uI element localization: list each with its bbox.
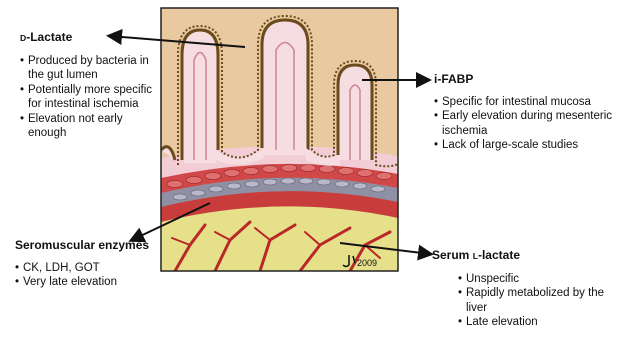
list-item: Lack of large-scale studies: [434, 138, 624, 153]
serum-lactate-list: Unspecific Rapidly metabolized by the li…: [432, 272, 612, 330]
seromuscular-panel: Seromuscular enzymes CK, LDH, GOT Very l…: [15, 238, 165, 290]
list-item: Unspecific: [458, 272, 612, 287]
serum-lactate-heading: Serum L-lactate: [432, 248, 612, 264]
list-item: Very late elevation: [15, 275, 165, 290]
list-item: Specific for intestinal mucosa: [434, 95, 624, 110]
i-fabp-heading: i-FABP: [434, 72, 624, 87]
serum-lactate-panel: Serum L-lactate Unspecific Rapidly metab…: [432, 248, 612, 330]
list-item: Late elevation: [458, 315, 612, 330]
list-item: CK, LDH, GOT: [15, 261, 165, 276]
i-fabp-list: Specific for intestinal mucosa Early ele…: [434, 95, 624, 153]
seromuscular-heading: Seromuscular enzymes: [15, 238, 165, 253]
d-lactate-panel: D-Lactate Produced by bacteria in the gu…: [20, 30, 160, 141]
seromuscular-list: CK, LDH, GOT Very late elevation: [15, 261, 165, 290]
list-item: Potentially more specific for intestinal…: [20, 83, 160, 112]
list-item: Rapidly metabolized by the liver: [458, 286, 612, 315]
list-item: Early elevation during mesenteric ischem…: [434, 109, 624, 138]
d-lactate-heading: D-Lactate: [20, 30, 160, 46]
signature-year: 2009: [357, 258, 377, 268]
list-item: Produced by bacteria in the gut lumen: [20, 54, 160, 83]
i-fabp-panel: i-FABP Specific for intestinal mucosa Ea…: [434, 72, 624, 153]
list-item: Elevation not early enough: [20, 112, 160, 141]
d-lactate-list: Produced by bacteria in the gut lumen Po…: [20, 54, 160, 141]
